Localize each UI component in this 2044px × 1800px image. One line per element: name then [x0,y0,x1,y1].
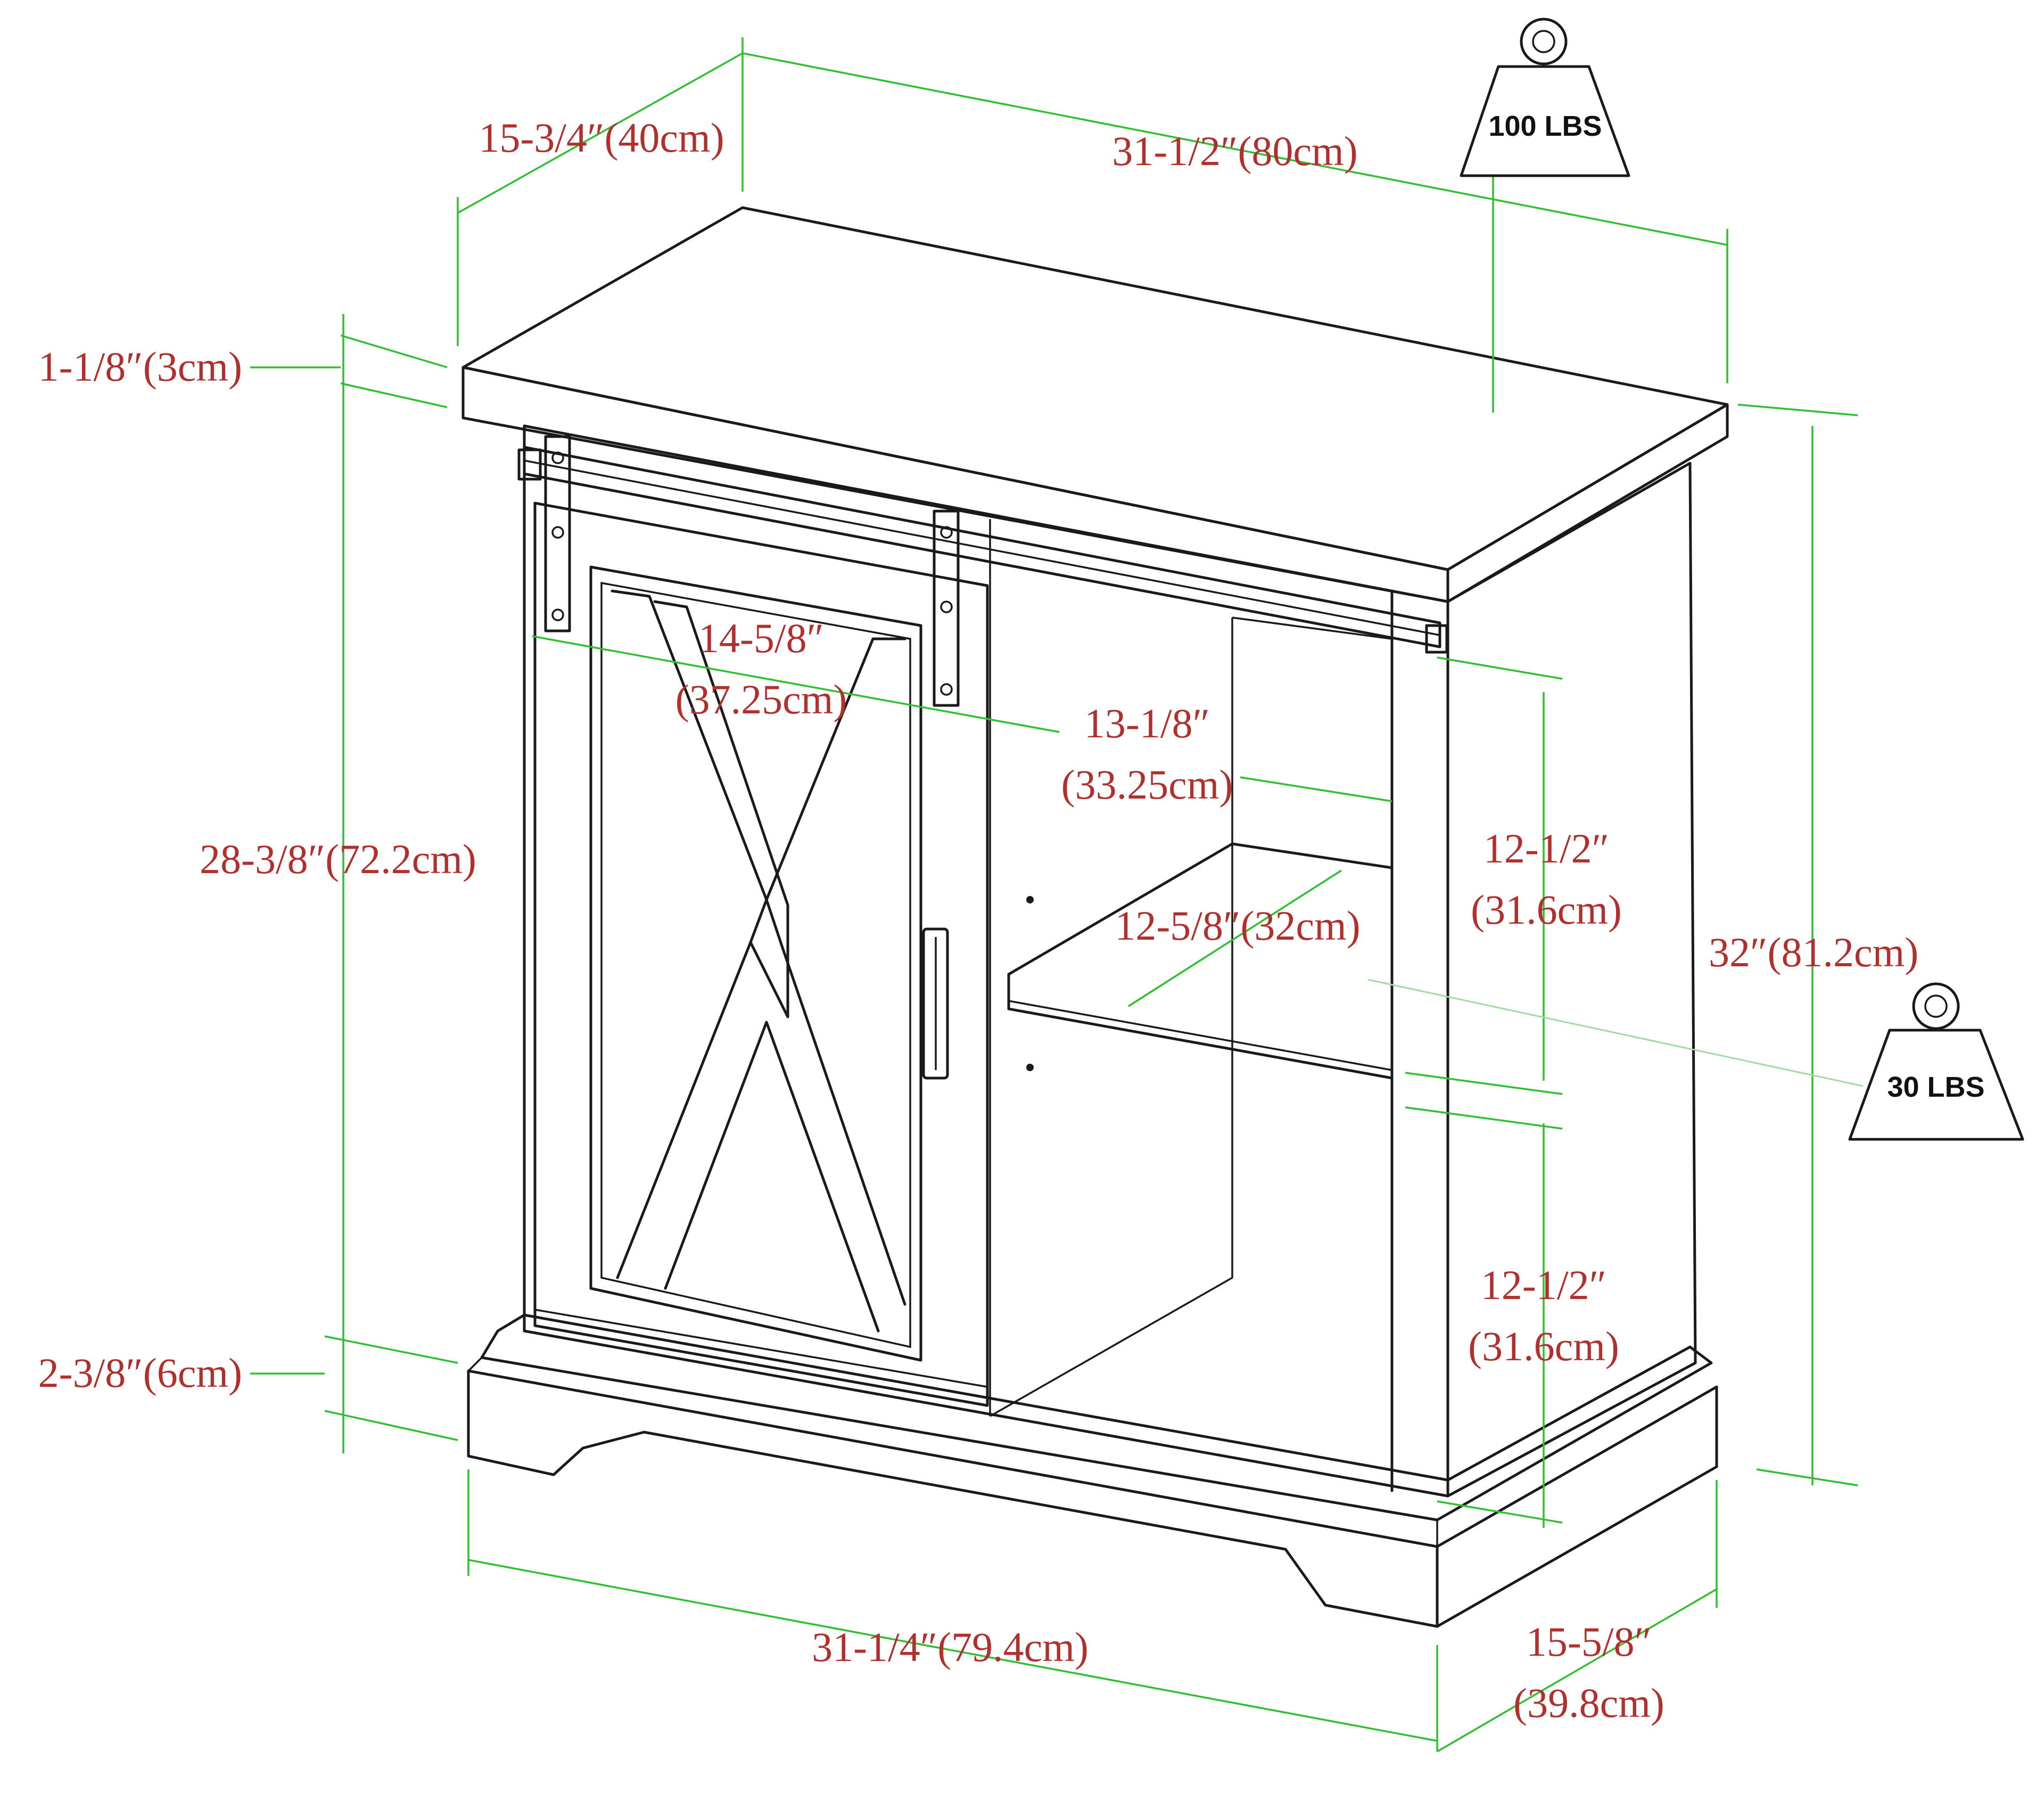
weight-icon-30-lbs: 30 LBS [1848,982,2024,1141]
label-base-height: 2-3/8″(6cm) [38,1350,242,1396]
cabinet-top-front-edge [461,366,1449,603]
label-door-width-cm: (37.25cm) [675,676,847,722]
label-upper-opening-in: 12-1/2″ [1483,825,1609,872]
track-hanger-left [544,435,571,632]
label-base-width: 31-1/4″(79.4cm) [812,1624,1089,1670]
label-top-thickness: 1-1/8″(3cm) [38,343,242,390]
label-base-depth-cm: (39.8cm) [1513,1680,1664,1726]
label-body-height: 28-3/8″(72.2cm) [200,836,476,882]
dimension-lines [250,37,1864,1753]
barn-door-track [523,446,1441,648]
label-top-width: 31-1/2″(80cm) [1112,128,1357,174]
adjustable-shelf [1007,842,1394,1080]
door-handle [922,927,949,1080]
cabinet-base-top-molding [480,1313,1713,1522]
door-panel [589,565,922,1362]
label-shelf-depth: 12-5/8″(32cm) [1115,902,1360,949]
weight-label-100-lbs: 100 LBS [1488,110,1602,142]
cabinet-top-side-edge [1446,403,1729,603]
weight-label-30-lbs: 30 LBS [1887,1071,1984,1103]
label-lower-opening-in: 12-1/2″ [1481,1262,1606,1308]
dimension-labels: 15-3/4″(40cm) 31-1/2″(80cm) 1-1/8″(3cm) … [38,114,1919,1726]
label-base-depth-in: 15-5/8″ [1526,1618,1652,1665]
track-hanger-right [933,509,960,707]
label-lower-opening-cm: (31.6cm) [1468,1323,1619,1369]
label-door-width-in: 14-5/8″ [698,615,824,661]
barn-door [533,502,989,1407]
cabinet-base-side [1436,1385,1718,1628]
label-upper-opening-cm: (31.6cm) [1471,886,1622,933]
label-top-depth: 15-3/4″(40cm) [479,114,724,161]
label-opening-width-in: 13-1/8″ [1084,700,1210,746]
weight-icon-100-lbs: 100 LBS [1460,18,1630,177]
label-opening-width-cm: (33.25cm) [1061,761,1233,808]
cabinet-base-front [467,1369,1439,1628]
label-total-height: 32″(81.2cm) [1709,929,1918,975]
cabinet-drawing [461,206,1729,1628]
x-brace [611,589,906,1333]
